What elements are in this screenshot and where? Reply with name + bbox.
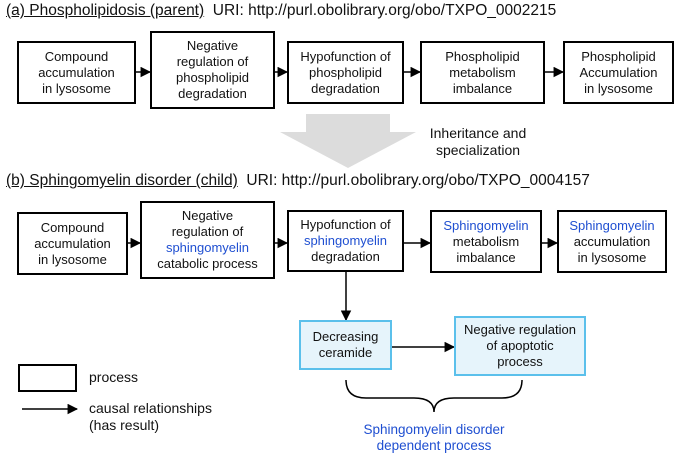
dependent-process-line: Sphingomyelin disorder (363, 422, 505, 437)
box-b6-line: ceramide (318, 345, 373, 360)
box-a1-line: accumulation (38, 64, 115, 80)
inheritance-label: Inheritance and specialization (418, 125, 538, 159)
box-b1-line: in lysosome (38, 251, 107, 267)
dependent-process-label: Sphingomyelin disorder dependent process (340, 422, 528, 454)
box-b4-highlight: Sphingomyelin (443, 217, 529, 233)
box-b3-highlight: sphingomyelin (303, 233, 388, 248)
inheritance-label-line: specialization (435, 142, 521, 158)
box-b7-line: process (497, 354, 543, 369)
box-a1-line: in lysosome (42, 80, 111, 96)
box-b5-line: accumulation (573, 233, 651, 249)
grouping-brace (345, 379, 523, 413)
box-b2-line: Negative (181, 208, 234, 223)
box-a2-line: degradation (178, 86, 247, 101)
box-b6-line: Decreasing (312, 329, 379, 344)
box-b5-highlight: Sphingomyelin (569, 217, 655, 233)
box-b1-line: accumulation (34, 235, 111, 251)
box-b2-line: regulation of (171, 224, 244, 239)
box-a3-line: phospholipid (308, 64, 382, 80)
box-a4-line: Phospholipid (445, 48, 520, 64)
box-a-metabolism-imbalance: Phospholipid metabolism imbalance (420, 41, 545, 104)
box-a2-line: regulation of (176, 54, 249, 69)
section-a-uri: URI: http://purl.obolibrary.org/obo/TXPO… (212, 2, 557, 19)
box-a5-line: Accumulation (579, 64, 658, 80)
section-a-heading: (a) Phospholipidosis (parent) URI: http:… (6, 2, 556, 20)
box-a-compound-accumulation: Compound accumulation in lysosome (17, 41, 136, 104)
box-b2-highlight: sphingomyelin (165, 240, 250, 255)
box-b4-line: imbalance (456, 249, 516, 265)
inheritance-label-line: Inheritance and (429, 125, 527, 141)
legend-process-swatch (18, 364, 77, 392)
box-a4-line: metabolism (449, 64, 516, 80)
legend-causal-line: causal relationships (89, 400, 212, 416)
box-b-sphingomyelin-accumulation: Sphingomyelin accumulation in lysosome (557, 210, 667, 273)
section-b-title: (b) Sphingomyelin disorder (child) (6, 172, 238, 189)
legend-causal-label: causal relationships (has result) (89, 400, 212, 434)
box-a-phospholipid-accumulation: Phospholipid Accumulation in lysosome (563, 41, 674, 104)
legend-process-label: process (89, 369, 139, 385)
box-b-metabolism-imbalance: Sphingomyelin metabolism imbalance (430, 210, 542, 273)
box-b-hypofunction: Hypofunction of sphingomyelin degradatio… (287, 210, 404, 272)
box-b-compound-accumulation: Compound accumulation in lysosome (17, 212, 128, 275)
box-a1-line: Compound (44, 48, 109, 64)
box-b7-line: of apoptotic (486, 338, 554, 353)
section-b-heading: (b) Sphingomyelin disorder (child) URI: … (6, 172, 590, 190)
box-a5-line: in lysosome (584, 80, 653, 96)
inheritance-arrow-shape (280, 114, 416, 168)
box-a4-line: imbalance (452, 80, 513, 96)
box-b1-line: Compound (40, 219, 105, 235)
box-b3-line: degradation (311, 249, 380, 264)
box-b5-line: in lysosome (577, 249, 647, 265)
legend-causal-line: (has result) (89, 417, 160, 433)
box-a3-line: Hypofunction of (300, 48, 391, 64)
box-b-decreasing-ceramide: Decreasing ceramide (299, 320, 392, 370)
box-b-negative-regulation: Negative regulation of sphingomyelin cat… (140, 201, 275, 279)
box-a5-line: Phospholipid (581, 48, 656, 64)
box-a-negative-regulation: Negative regulation of phospholipid degr… (150, 31, 275, 109)
section-b-uri: URI: http://purl.obolibrary.org/obo/TXPO… (246, 172, 590, 189)
box-b-negative-regulation-apoptotic: Negative regulation of apoptotic process (454, 316, 586, 376)
box-b4-line: metabolism (452, 233, 520, 249)
box-a2-line: Negative (186, 38, 239, 53)
box-b2-line: catabolic process (157, 256, 258, 271)
box-a2-line: phospholipid (175, 70, 249, 85)
box-b7-line: Negative regulation (463, 322, 577, 337)
section-a-title: (a) Phospholipidosis (parent) (6, 2, 205, 19)
box-a-hypofunction: Hypofunction of phospholipid degradation (287, 41, 404, 104)
dependent-process-line: dependent process (376, 438, 492, 453)
box-b3-line: Hypofunction of (300, 217, 391, 232)
box-a3-line: degradation (311, 80, 380, 96)
